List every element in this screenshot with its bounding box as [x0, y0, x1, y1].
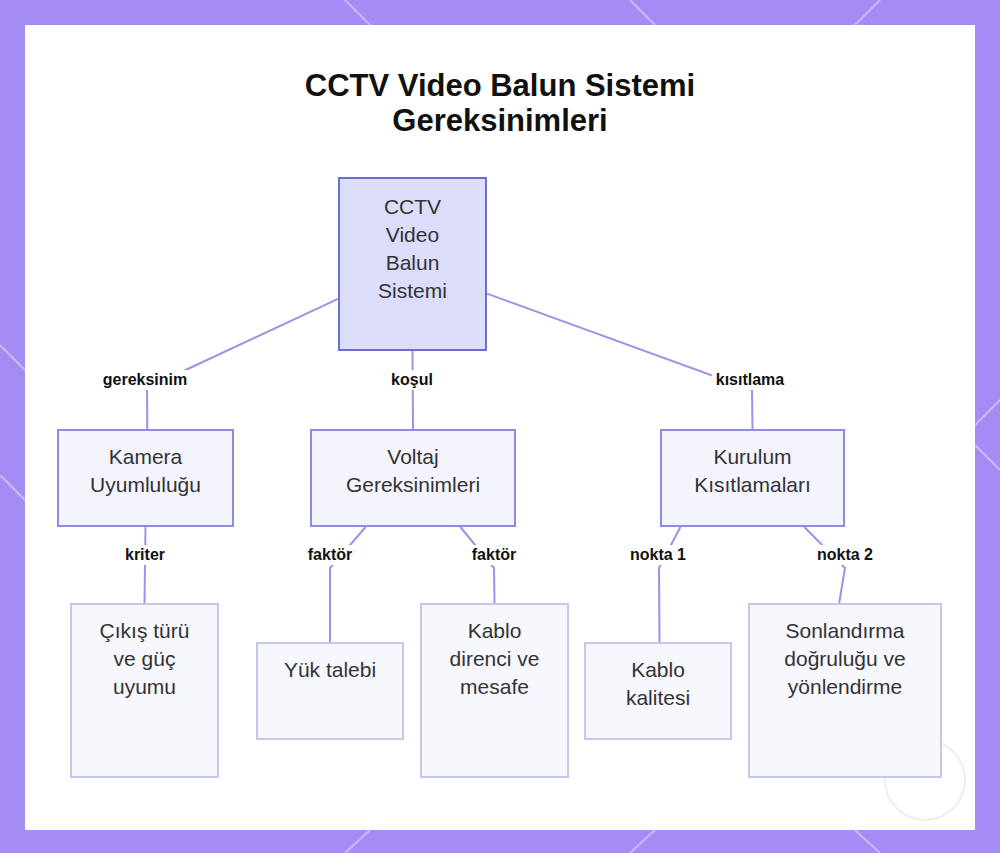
detail-box: Sonlandırma doğruluğu ve yönlendirme — [748, 603, 942, 778]
edge-label: kısıtlama — [712, 370, 788, 390]
connector-line — [804, 527, 845, 603]
node-text: Yük talebi — [284, 656, 376, 684]
node-text: Çıkış türü ve güç uyumu — [94, 617, 195, 701]
edge-label: gereksinim — [99, 370, 191, 390]
connector-line — [487, 294, 753, 429]
root-box: CCTV Video Balun Sistemi — [338, 177, 487, 351]
connector-line — [147, 299, 338, 429]
detail-box: Çıkış türü ve güç uyumu — [70, 603, 219, 778]
connector-line — [460, 527, 494, 603]
node-text: Kablo direnci ve mesafe — [444, 617, 545, 701]
node-text: Sonlandırma doğruluğu ve yönlendirme — [784, 617, 906, 701]
node-text: Kablo kalitesi — [608, 656, 708, 712]
category-box: Voltaj Gereksinimleri — [310, 429, 516, 527]
node-text: Kamera Uyumluluğu — [73, 443, 218, 499]
edge-label: nokta 1 — [626, 545, 690, 565]
edge-label: nokta 2 — [813, 545, 877, 565]
category-box: Kurulum Kısıtlamaları — [660, 429, 845, 527]
diagram-title-box: CCTV Video Balun Sistemi Gereksinimleri — [250, 68, 750, 138]
node-text: Voltaj Gereksinimleri — [326, 443, 500, 499]
connector-line — [145, 527, 146, 603]
diagram-title: CCTV Video Balun Sistemi Gereksinimleri — [285, 68, 715, 138]
edge-label: kriter — [121, 545, 169, 565]
connector-line — [412, 351, 415, 429]
node-text: Kurulum Kısıtlamaları — [676, 443, 829, 499]
detail-box: Kablo direnci ve mesafe — [420, 603, 569, 778]
category-box: Kamera Uyumluluğu — [57, 429, 234, 527]
detail-box: Yük talebi — [256, 642, 404, 740]
node-text: CCTV Video Balun Sistemi — [368, 193, 457, 305]
edge-label: faktör — [468, 545, 520, 565]
edge-label: koşul — [387, 370, 437, 390]
detail-box: Kablo kalitesi — [584, 642, 732, 740]
edge-label: faktör — [304, 545, 356, 565]
